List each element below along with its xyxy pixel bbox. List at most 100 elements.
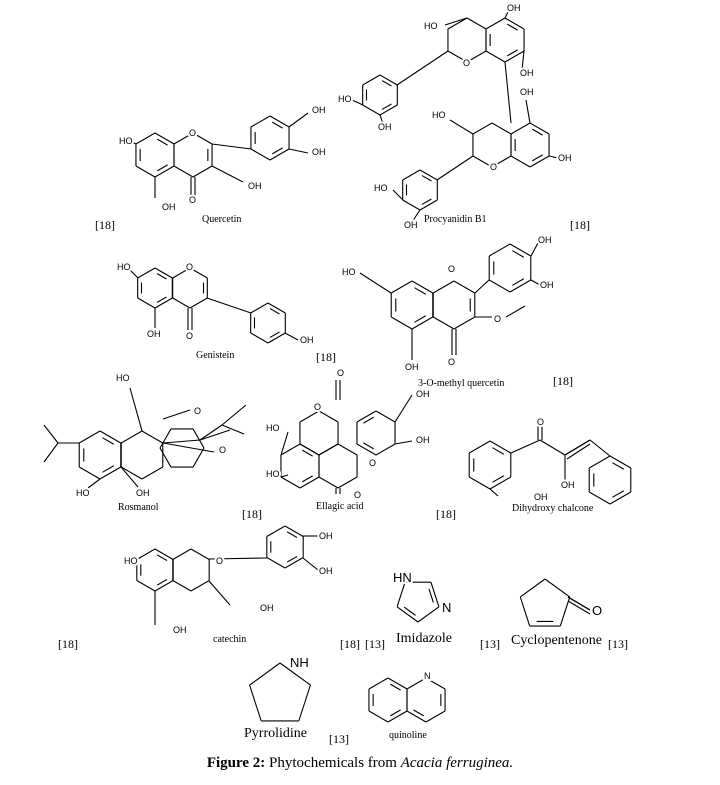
- bond: [299, 476, 320, 489]
- bond: [436, 155, 474, 181]
- atom-label: OH: [561, 480, 575, 490]
- species-name: Acacia ferruginea.: [400, 755, 514, 771]
- bond: [173, 165, 194, 178]
- bond: [172, 548, 192, 560]
- quinoline-structure: N quinoline: [389, 669, 433, 741]
- bond: [428, 588, 434, 603]
- bond: [414, 287, 427, 295]
- bond: [525, 99, 531, 124]
- bond: [504, 9, 510, 19]
- atom-label: O: [448, 264, 455, 274]
- bond: [417, 606, 440, 623]
- bond: [284, 525, 304, 537]
- bond: [504, 17, 525, 30]
- bond: [489, 476, 512, 490]
- bond: [389, 683, 401, 691]
- bond: [411, 280, 434, 294]
- bond: [87, 478, 101, 489]
- bond: [284, 557, 304, 569]
- bond: [192, 428, 205, 449]
- bond: [453, 316, 476, 330]
- reference: [13]: [608, 637, 628, 651]
- bond: [280, 431, 289, 456]
- bond: [406, 710, 427, 723]
- cyclopentenone-structure: O Cyclopentenone [13]: [511, 601, 628, 651]
- bond: [447, 17, 468, 30]
- atom-label: O: [369, 458, 376, 468]
- methyl-quercetin-structure: HO O OH OH O O OH 3-O-methyl quercetin […: [340, 233, 573, 389]
- bond: [137, 267, 156, 279]
- bond: [208, 557, 268, 560]
- atom-label: O: [354, 490, 361, 500]
- atom-label: O: [448, 357, 455, 367]
- genistein-structure: HO O OH O OH Genistein [18]: [115, 260, 336, 364]
- bond: [531, 128, 543, 136]
- bond: [192, 132, 213, 145]
- atom-label: OH: [136, 488, 150, 498]
- atom-label: OH: [534, 492, 548, 502]
- atom-label: HO: [117, 262, 131, 272]
- atom-label: OH: [520, 68, 534, 78]
- bond: [379, 74, 398, 86]
- caption-text: Phytochemicals from: [265, 755, 401, 771]
- bond: [491, 122, 512, 135]
- bond: [531, 154, 543, 162]
- atom-label: O: [592, 603, 602, 618]
- bond: [208, 580, 231, 606]
- bond: [154, 132, 175, 145]
- bond: [472, 122, 493, 135]
- rosmanol-structure: HO O O HO OH Rosmanol [18]: [74, 371, 262, 521]
- atom-label: O: [463, 58, 470, 68]
- atom-label: OH: [404, 220, 418, 230]
- reference: [18]: [340, 637, 360, 651]
- bond: [419, 169, 438, 181]
- dihydroxy-chalcone-structure: O OH OH Dihydroxy chalcone: [512, 415, 594, 514]
- bond: [539, 439, 566, 456]
- atom-label: NH: [290, 655, 309, 670]
- compound-name: 3-O-methyl quercetin: [418, 378, 504, 389]
- atom-label: OH: [312, 147, 326, 157]
- bond: [120, 430, 143, 444]
- atom-label: OH: [319, 566, 333, 576]
- bond: [162, 409, 191, 420]
- bond: [387, 710, 408, 723]
- bond: [506, 23, 518, 31]
- bond: [99, 466, 122, 480]
- bond: [154, 297, 173, 309]
- bond: [159, 428, 172, 449]
- bond: [302, 557, 319, 571]
- bond: [491, 155, 512, 168]
- atom-label: HO: [266, 469, 280, 479]
- figure-label: Figure 2:: [206, 755, 266, 771]
- bond: [359, 272, 392, 294]
- compound-name: Cyclopentenone: [511, 633, 602, 648]
- bond: [449, 119, 474, 135]
- atom-label: OH: [378, 122, 392, 132]
- catechin-structure: HO O OH OH OH OH catechin [18] [18]: [58, 529, 360, 651]
- bond: [363, 416, 375, 424]
- bond: [485, 17, 506, 30]
- atom-label: HO: [266, 423, 280, 433]
- bond: [396, 582, 406, 607]
- pyrrolidine-structure: NH Pyrrolidine [13]: [244, 653, 349, 746]
- bond: [505, 305, 526, 318]
- atom-label: OH: [319, 531, 333, 541]
- bond: [78, 430, 101, 444]
- bond: [492, 475, 505, 483]
- bond: [43, 442, 59, 463]
- atom-label: HN: [393, 570, 412, 585]
- bond: [466, 17, 487, 30]
- bond: [269, 115, 290, 128]
- bond: [403, 606, 416, 616]
- bond: [430, 582, 440, 607]
- bond: [156, 578, 168, 586]
- bond: [519, 596, 531, 627]
- bond: [269, 308, 280, 315]
- atom-label: OH: [538, 235, 552, 245]
- bond: [266, 525, 286, 537]
- bond: [136, 548, 156, 560]
- atom-label: OH: [173, 625, 187, 635]
- bond: [284, 332, 299, 341]
- bond: [521, 50, 525, 71]
- bond: [474, 279, 490, 294]
